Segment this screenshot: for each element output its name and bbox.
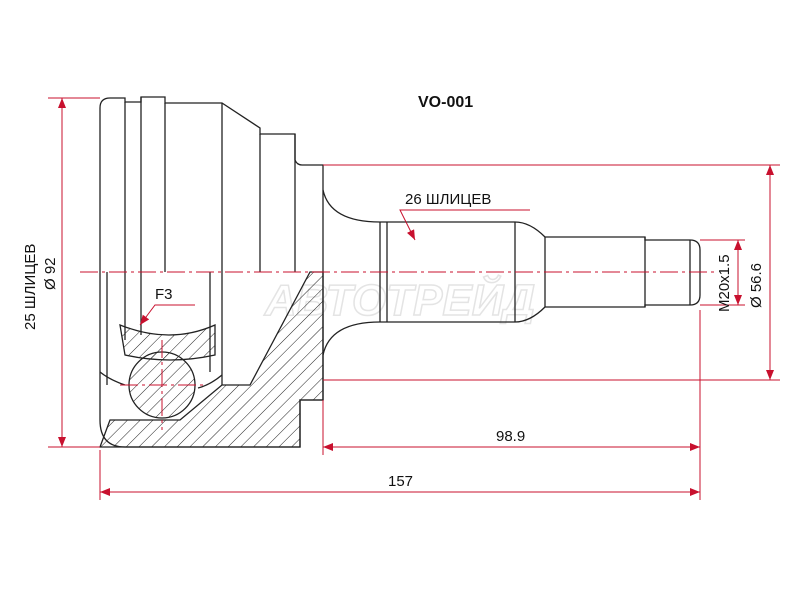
total-length-label: 157: [388, 473, 414, 490]
thread-label: M20x1.5: [716, 254, 733, 312]
center-lines: [80, 271, 715, 430]
dimension-lines: [48, 97, 780, 500]
shaft-splines-label: 26 ШЛИЦЕВ: [405, 191, 492, 208]
part-number-title: VO-001: [418, 94, 474, 111]
outer-diameter-label: Ø 92: [42, 257, 59, 290]
seal-diameter-label: Ø 56.6: [748, 262, 765, 308]
feature-label: F3: [155, 286, 173, 303]
shaft-length-label: 98.9: [496, 428, 526, 445]
inner-splines-label: 25 ШЛИЦЕВ: [22, 243, 39, 330]
